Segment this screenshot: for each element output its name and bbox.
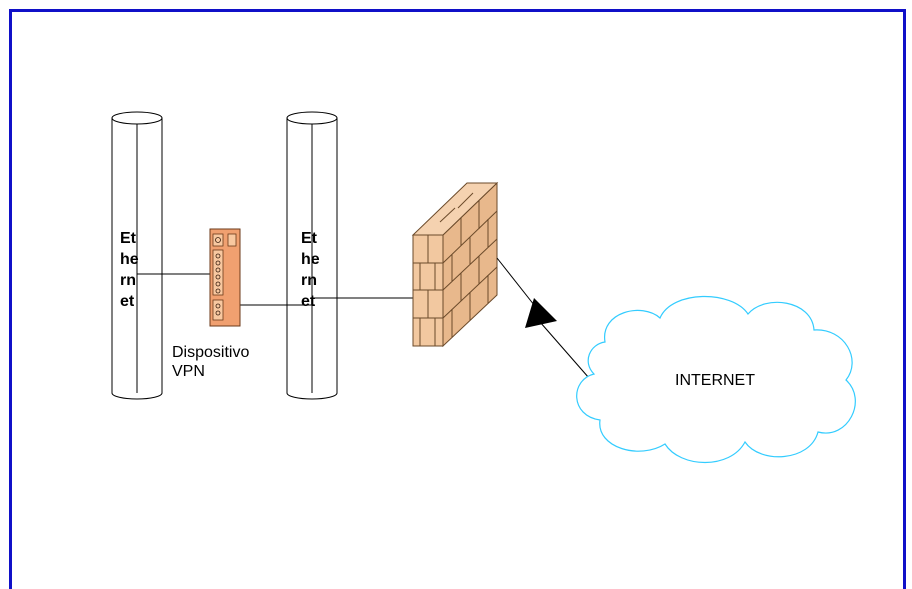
- internet-cloud-icon: [576, 295, 856, 463]
- ethernet-cylinder-right: [286, 111, 338, 400]
- ethernet-label-right: Et he rn et: [301, 228, 341, 312]
- ethernet-left-line-4: et: [120, 293, 135, 310]
- ethernet-left-line-1: Et: [120, 230, 136, 247]
- ethernet-cylinder-left: [111, 111, 163, 400]
- ethernet-right-line-3: rn: [301, 272, 317, 289]
- ethernet-right-line-2: he: [301, 251, 320, 268]
- vpn-label-line-2: VPN: [172, 363, 205, 380]
- vpn-device-icon: [209, 228, 241, 327]
- ethernet-label-left: Et he rn et: [120, 228, 160, 312]
- lightning-bolt-icon: [496, 257, 590, 379]
- internet-label: INTERNET: [675, 372, 755, 389]
- ethernet-right-line-1: Et: [301, 230, 317, 247]
- vpn-label-line-1: Dispositivo: [172, 344, 250, 361]
- ethernet-left-line-3: rn: [120, 272, 136, 289]
- ethernet-right-line-4: et: [301, 293, 316, 310]
- ethernet-left-line-2: he: [120, 251, 139, 268]
- vpn-device-label: Dispositivo VPN: [172, 343, 302, 381]
- firewall-icon: [411, 181, 499, 348]
